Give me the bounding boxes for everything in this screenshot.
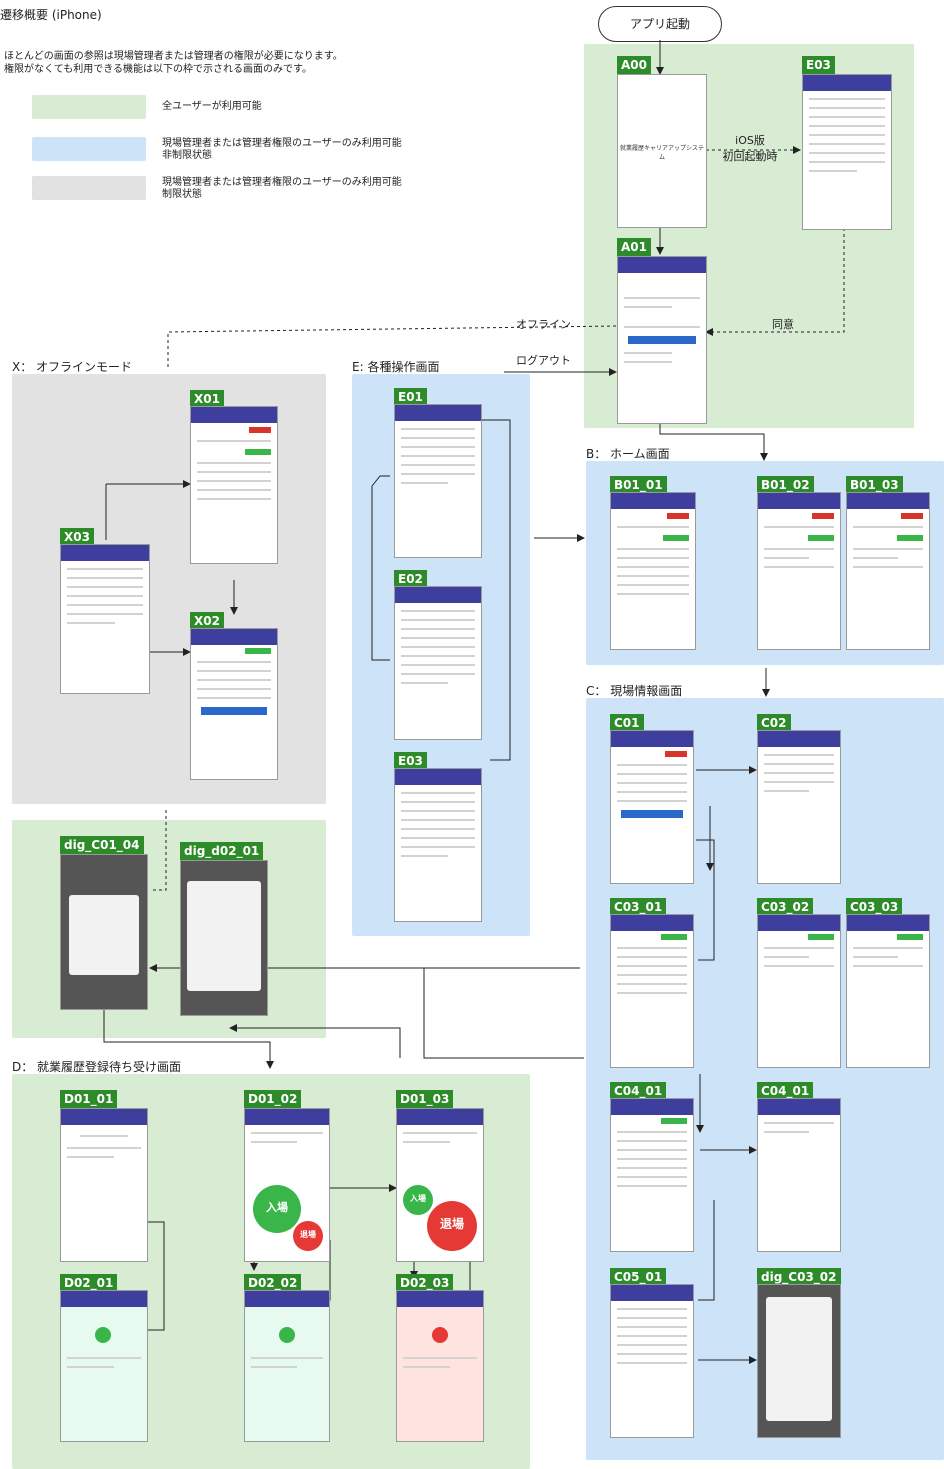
section-label-site-info: C： 現場情報画面 (586, 684, 683, 698)
screen-tag-x03: X03 (60, 528, 94, 546)
screen-tag-d02-03: D02_03 (396, 1274, 454, 1292)
legend-swatch-all-users (32, 95, 146, 119)
edge-ios-line1: iOS版 (735, 134, 765, 147)
screen-e02 (394, 586, 482, 740)
legend-restricted-line2: 制限状態 (162, 189, 202, 200)
screen-tag-x02: X02 (190, 612, 224, 630)
screen-x03 (60, 544, 150, 694)
screen-c04-01 (610, 1098, 694, 1252)
screen-tag-a01: A01 (617, 238, 651, 256)
page-title: 遷移概要 (iPhone) (0, 8, 102, 22)
section-label-operations: E: 各種操作画面 (352, 360, 440, 374)
screen-tag-dig-c03-02: dig_C03_02 (757, 1268, 841, 1286)
d01-02-exit-label: 退場 (300, 1230, 316, 1239)
screen-tag-e01: E01 (394, 388, 427, 406)
screen-tag-e02: E02 (394, 570, 427, 588)
screen-tag-c02: C02 (757, 714, 791, 732)
screen-d02-02 (244, 1290, 330, 1442)
screen-a01 (617, 256, 707, 424)
screen-d02-03 (396, 1290, 484, 1442)
screen-tag-e03: E03 (394, 752, 427, 770)
screen-tag-e03-top: E03 (802, 56, 835, 74)
screen-c05-01 (610, 1284, 694, 1438)
legend-text-all-users: 全ユーザーが利用可能 (162, 101, 262, 112)
screen-dig-c03-02 (757, 1284, 841, 1438)
legend-restricted-line1: 現場管理者または管理者権限のユーザーのみ利用可能 (162, 177, 402, 188)
screen-tag-d02-02: D02_02 (244, 1274, 302, 1292)
screen-b01-02 (757, 492, 841, 650)
screen-x01 (190, 406, 278, 564)
screen-tag-d01-01: D01_01 (60, 1090, 118, 1108)
legend-unrestricted-line1: 現場管理者または管理者権限のユーザーのみ利用可能 (162, 138, 402, 149)
screen-c03-02 (757, 914, 841, 1068)
screen-e03-top (802, 74, 892, 230)
edge-ios-line2: 初回起動時 (722, 150, 778, 163)
screen-c02 (757, 730, 841, 884)
screen-tag-b01-02: B01_02 (757, 476, 814, 494)
legend-swatch-restricted (32, 176, 146, 200)
screen-tag-dig-c01-04: dig_C01_04 (60, 836, 144, 854)
legend-text-restricted: 現場管理者または管理者権限のユーザーのみ利用可能 制限状態 (162, 177, 402, 201)
d01-03-enter-label: 入場 (410, 1194, 426, 1203)
screen-tag-c05-01: C05_01 (610, 1268, 667, 1286)
screen-dig-c01-04 (60, 854, 148, 1010)
description-note: ほとんどの画面の参照は現場管理者または管理者の権限が必要になります。 権限がなく… (4, 50, 343, 76)
section-label-offline: X： オフラインモード (12, 360, 133, 374)
d01-03-exit-label: 退場 (439, 1217, 464, 1231)
edge-label-offline: オフライン (516, 318, 571, 331)
screen-tag-c04-01: C04_01 (610, 1082, 667, 1100)
screen-dig-d02-01 (180, 860, 268, 1016)
screen-b01-01 (610, 492, 696, 650)
screen-tag-d02-01: D02_01 (60, 1274, 118, 1292)
screen-tag-b01-03: B01_03 (846, 476, 903, 494)
screen-tag-c04-01-empty: C04_01 (757, 1082, 814, 1100)
edge-label-logout: ログアウト (516, 354, 571, 367)
screen-d02-01 (60, 1290, 148, 1442)
note-line-2: 権限がなくても利用できる機能は以下の枠で示される画面のみです。 (4, 64, 312, 75)
start-node-app-launch: アプリ起動 (598, 6, 722, 42)
screen-tag-a00: A00 (617, 56, 651, 74)
screen-tag-dig-d02-01: dig_d02_01 (180, 842, 264, 860)
screen-e01 (394, 404, 482, 558)
edge-label-agree: 同意 (772, 318, 794, 331)
section-label-home: B： ホーム画面 (586, 447, 670, 461)
screen-c04-01-empty (757, 1098, 841, 1252)
screen-tag-c03-01: C03_01 (610, 898, 667, 916)
screen-a00: 就業履歴キャリアアップシステム (617, 74, 707, 228)
screen-tag-d01-02: D01_02 (244, 1090, 302, 1108)
legend-unrestricted-line2: 非制限状態 (162, 150, 212, 161)
screen-tag-c01: C01 (610, 714, 644, 732)
screen-c03-03 (846, 914, 930, 1068)
edge-label-ios-first-launch: iOS版 初回起動時 (718, 132, 782, 164)
section-label-attendance: D： 就業履歴登録待ち受け画面 (12, 1060, 182, 1074)
screen-d01-01 (60, 1108, 148, 1262)
screen-tag-c03-02: C03_02 (757, 898, 814, 916)
legend-text-unrestricted: 現場管理者または管理者権限のユーザーのみ利用可能 非制限状態 (162, 138, 402, 162)
note-line-1: ほとんどの画面の参照は現場管理者または管理者の権限が必要になります。 (4, 51, 343, 62)
screen-d01-02: 入場 退場 (244, 1108, 330, 1262)
screen-tag-b01-01: B01_01 (610, 476, 667, 494)
screen-c03-01 (610, 914, 694, 1068)
a00-app-name: 就業履歴キャリアアップシステム (619, 145, 704, 161)
screen-e03 (394, 768, 482, 922)
screen-tag-d01-03: D01_03 (396, 1090, 454, 1108)
screen-x02 (190, 628, 278, 780)
d01-02-enter-label: 入場 (266, 1201, 288, 1214)
screen-d01-03: 入場 退場 (396, 1108, 484, 1262)
screen-tag-c03-03: C03_03 (846, 898, 903, 916)
screen-b01-03 (846, 492, 930, 650)
legend-swatch-unrestricted (32, 137, 146, 161)
screen-c01 (610, 730, 694, 884)
screen-tag-x01: X01 (190, 390, 224, 408)
